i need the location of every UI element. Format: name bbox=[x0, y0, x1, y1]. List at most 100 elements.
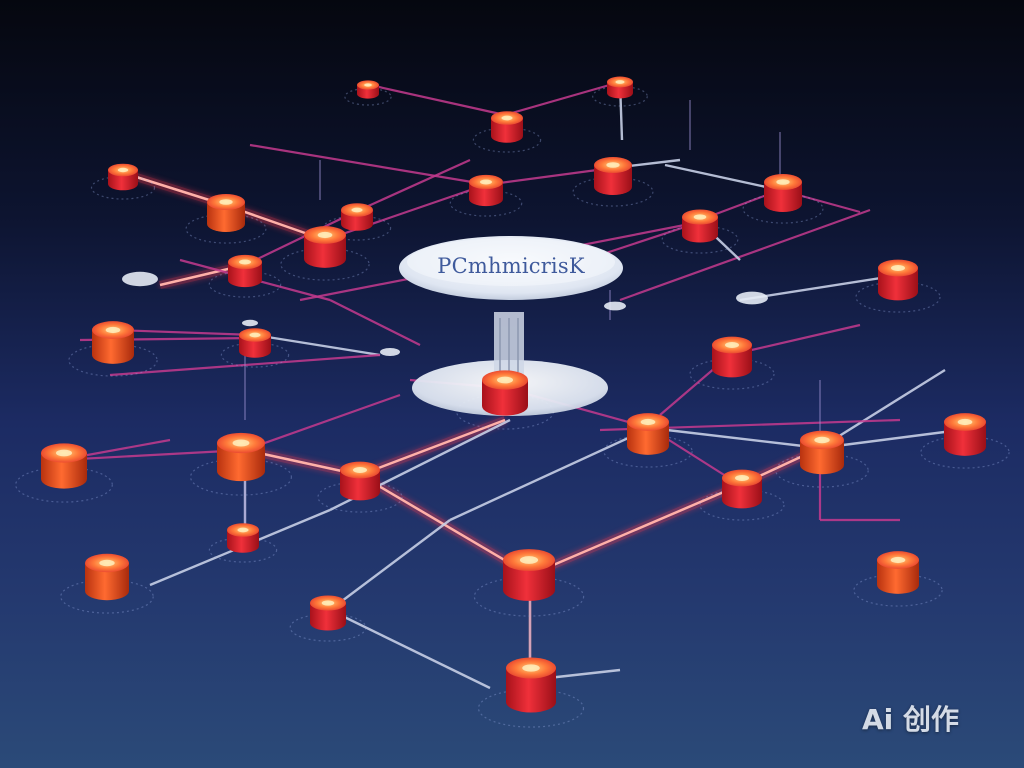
node-halo bbox=[208, 537, 278, 563]
node-highlight bbox=[353, 467, 367, 473]
link-line bbox=[359, 418, 506, 477]
network-node bbox=[506, 657, 556, 713]
ai-creation-watermark: Ai 创作 bbox=[862, 703, 960, 736]
node-highlight bbox=[890, 556, 906, 564]
node-body bbox=[304, 235, 346, 268]
node-body bbox=[627, 422, 669, 455]
node-halo bbox=[220, 342, 290, 368]
link-line bbox=[649, 426, 821, 450]
node-highlight bbox=[55, 449, 73, 457]
link-line bbox=[59, 448, 246, 462]
node-body bbox=[491, 118, 523, 143]
network-node bbox=[357, 80, 379, 99]
node-body bbox=[878, 268, 918, 301]
node-body bbox=[877, 560, 919, 594]
node-body bbox=[217, 443, 265, 482]
network-node bbox=[207, 194, 245, 232]
network-node bbox=[217, 432, 265, 482]
node-halo bbox=[68, 343, 158, 377]
node-halo bbox=[572, 176, 654, 207]
network-node bbox=[764, 174, 802, 212]
node-body bbox=[712, 345, 752, 378]
network-node bbox=[227, 523, 259, 553]
node-highlight bbox=[501, 115, 513, 121]
node-body bbox=[800, 440, 844, 475]
network-node bbox=[491, 111, 523, 143]
network-node bbox=[682, 209, 718, 243]
node-highlight bbox=[615, 80, 625, 84]
node-halo bbox=[473, 576, 585, 617]
node-highlight bbox=[957, 418, 973, 426]
node-highlight bbox=[496, 376, 514, 384]
node-highlight bbox=[735, 475, 749, 481]
node-highlight bbox=[814, 436, 830, 444]
node-halo bbox=[190, 458, 293, 496]
node-highlight bbox=[522, 664, 540, 672]
link-line bbox=[819, 368, 946, 450]
link-line bbox=[324, 183, 486, 242]
node-halo bbox=[472, 127, 542, 153]
link-line bbox=[504, 80, 621, 117]
network-node bbox=[594, 157, 632, 195]
nodes-layer bbox=[41, 76, 986, 713]
node-body bbox=[207, 202, 245, 232]
link-line bbox=[369, 83, 506, 117]
link-line bbox=[484, 166, 613, 187]
node-body bbox=[764, 182, 802, 212]
link-line bbox=[249, 143, 491, 187]
node-body bbox=[41, 453, 87, 489]
node-highlight bbox=[640, 418, 656, 426]
network-node bbox=[712, 336, 752, 378]
link-line bbox=[354, 158, 471, 214]
network-node bbox=[92, 321, 134, 364]
link-line bbox=[244, 393, 401, 452]
node-highlight bbox=[693, 214, 707, 220]
node-body bbox=[85, 563, 129, 601]
network-node bbox=[878, 259, 918, 301]
link-line bbox=[664, 163, 781, 192]
network-node bbox=[239, 328, 271, 358]
node-highlight bbox=[891, 265, 905, 271]
node-body bbox=[503, 560, 555, 601]
network-node bbox=[304, 226, 346, 268]
node-halo bbox=[742, 193, 824, 224]
node-halo bbox=[603, 434, 693, 468]
node-highlight bbox=[606, 162, 620, 168]
node-highlight bbox=[99, 559, 115, 567]
network-node bbox=[41, 443, 87, 489]
link-line bbox=[449, 426, 651, 522]
node-halo bbox=[661, 225, 739, 254]
node-body bbox=[506, 668, 556, 713]
node-body bbox=[482, 380, 528, 416]
node-highlight bbox=[117, 167, 129, 173]
network-node bbox=[627, 413, 669, 455]
link-line bbox=[114, 328, 256, 337]
link-line bbox=[619, 208, 871, 302]
node-halo bbox=[289, 613, 367, 642]
link-line bbox=[244, 211, 356, 266]
network-node bbox=[228, 254, 262, 288]
node-halo bbox=[185, 213, 267, 244]
hub bbox=[399, 236, 623, 416]
node-halo bbox=[853, 573, 943, 607]
link-line bbox=[529, 483, 741, 577]
node-body bbox=[92, 330, 134, 364]
hub-label: PCmhmicrisK bbox=[437, 254, 585, 278]
node-highlight bbox=[725, 342, 739, 348]
node-highlight bbox=[249, 332, 261, 338]
network-node bbox=[800, 430, 844, 475]
node-body bbox=[310, 603, 346, 631]
node-highlight bbox=[519, 556, 539, 564]
node-body bbox=[944, 422, 986, 456]
node-body bbox=[722, 478, 762, 509]
node-halo bbox=[592, 85, 648, 107]
link-line bbox=[254, 333, 381, 357]
node-body bbox=[594, 165, 632, 195]
node-highlight bbox=[317, 231, 333, 239]
node-highlight bbox=[219, 199, 233, 205]
network-node bbox=[340, 461, 380, 501]
network-node bbox=[341, 203, 373, 231]
node-body bbox=[228, 262, 262, 288]
node-halo bbox=[280, 247, 370, 281]
